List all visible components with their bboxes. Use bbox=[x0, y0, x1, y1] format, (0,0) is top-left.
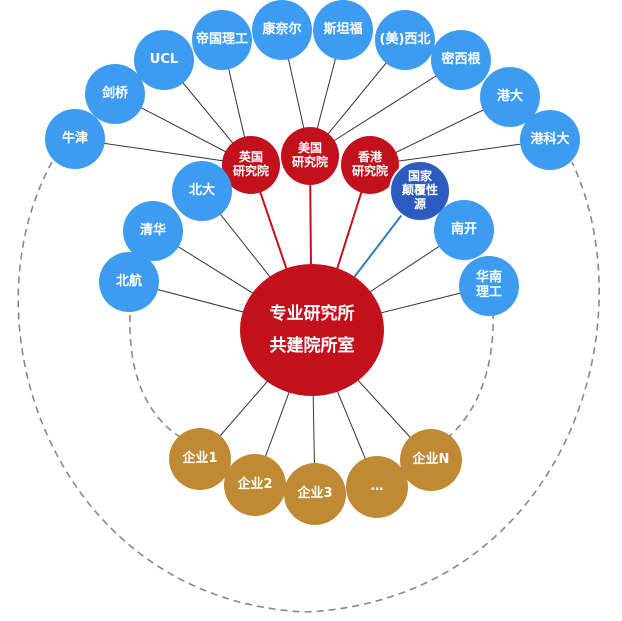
node-nankai: 南开 bbox=[434, 200, 494, 260]
node-tsinghua: 清华 bbox=[123, 201, 183, 261]
node-uk-institute: 英国 研究院 bbox=[222, 136, 280, 194]
node-enterprise-2: 企业2 bbox=[224, 454, 286, 516]
node-hub: 专业研究所 共建院所室 bbox=[240, 264, 384, 396]
node-cambridge: 剑桥 bbox=[85, 64, 145, 124]
dashed-inner-ring-left bbox=[129, 314, 186, 441]
hub-line-1: 专业研究所 bbox=[269, 303, 355, 324]
node-stanford: 斯坦福 bbox=[313, 0, 373, 60]
node-enterprise-3: 企业3 bbox=[284, 463, 346, 525]
node-buaa: 北航 bbox=[99, 252, 159, 312]
node-scut: 华南 理工 bbox=[459, 256, 519, 316]
hub-text: 专业研究所 共建院所室 bbox=[270, 298, 355, 363]
node-national-lab: 国家 颠覆性 源 bbox=[389, 160, 451, 222]
node-hkust: 港科大 bbox=[520, 110, 580, 170]
node-michigan: 密西根 bbox=[431, 30, 491, 90]
node-ucl: UCL bbox=[134, 30, 194, 90]
node-cornell: 康奈尔 bbox=[252, 0, 312, 60]
node-enterprise-n: 企业N bbox=[400, 429, 462, 491]
node-northwestern: (美)西北 bbox=[375, 10, 435, 70]
node-pku: 北大 bbox=[172, 161, 232, 221]
dashed-outer-ring bbox=[17, 161, 600, 613]
node-enterprise-ellipsis: … bbox=[346, 456, 408, 518]
node-us-institute: 美国 研究院 bbox=[281, 127, 339, 185]
node-oxford: 牛津 bbox=[45, 109, 105, 169]
hub-line-2: 共建院所室 bbox=[269, 336, 355, 356]
node-imperial: 帝国理工 bbox=[192, 10, 252, 70]
dashed-inner-ring-right bbox=[444, 311, 494, 441]
node-enterprise-1: 企业1 bbox=[169, 428, 231, 490]
